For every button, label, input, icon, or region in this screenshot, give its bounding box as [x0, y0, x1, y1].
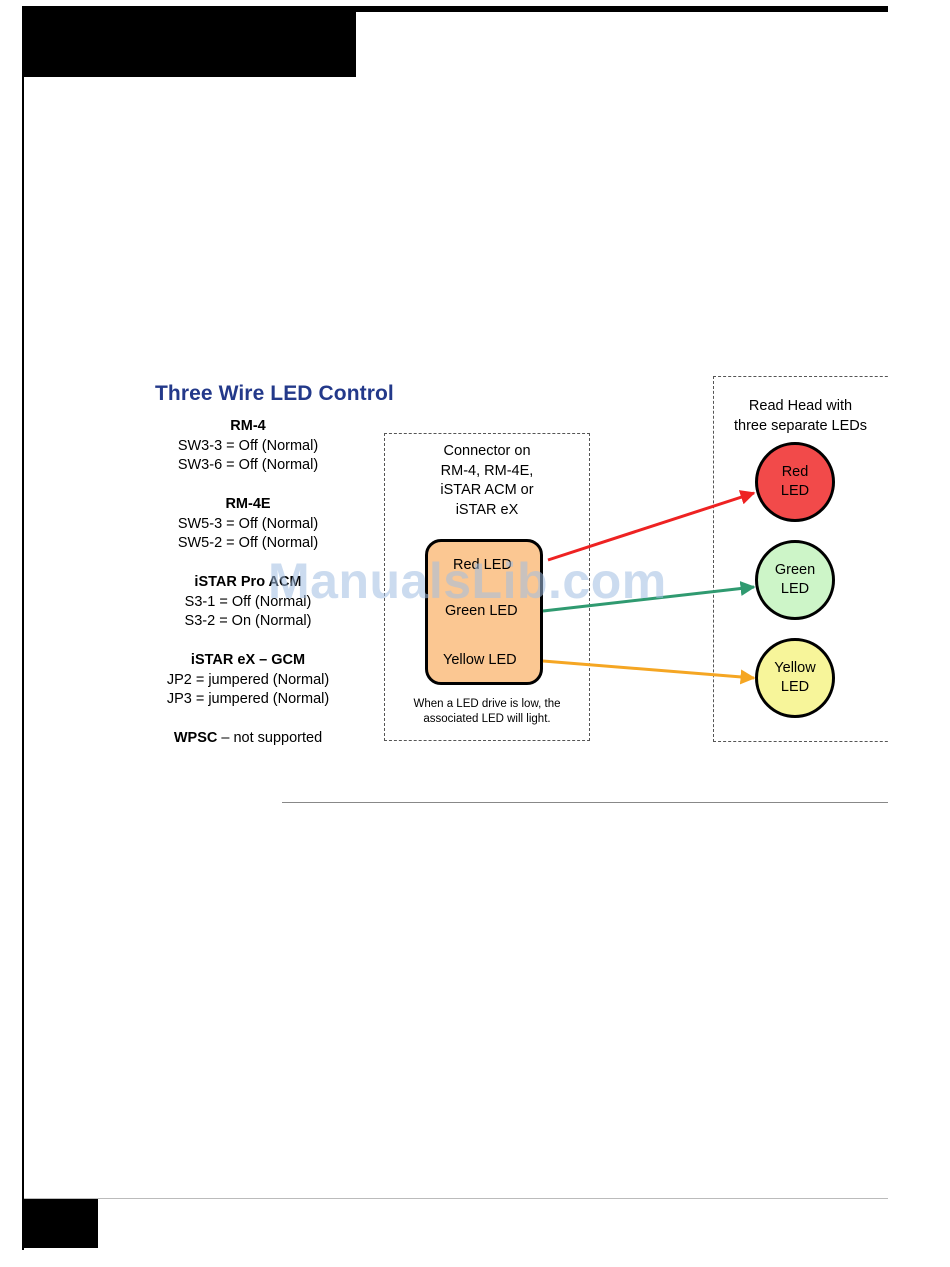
config-line: SW5-3 = Off (Normal)	[177, 515, 319, 532]
read-head-title: Read Head with three separate LEDs	[713, 397, 888, 436]
header-block	[22, 12, 356, 77]
config-line: JP2 = jumpered (Normal)	[166, 671, 330, 688]
led-label: Red	[781, 464, 809, 480]
read-head-title-line: Read Head with	[748, 398, 853, 414]
diagram-title: Three Wire LED Control	[155, 382, 394, 405]
config-header: RM-4	[230, 418, 266, 434]
config-group-istar-pro: iSTAR Pro ACM S3-1 = Off (Normal) S3-2 =…	[130, 573, 366, 632]
config-line: SW5-2 = Off (Normal)	[177, 535, 319, 551]
config-line: S3-2 = On (Normal)	[184, 613, 312, 629]
note-line: When a LED drive is low, the	[413, 698, 561, 710]
page-margin	[888, 370, 950, 750]
config-header: iSTAR Pro ACM	[194, 574, 302, 590]
wire-yellow	[542, 659, 756, 685]
pin-green-led: Green LED	[445, 603, 518, 619]
wpsc-name: WPSC	[173, 730, 218, 746]
config-line: SW3-6 = Off (Normal)	[177, 457, 319, 473]
config-line: SW3-3 = Off (Normal)	[177, 437, 319, 454]
config-header: RM-4E	[225, 496, 271, 512]
connector-title: Connector on RM-4, RM-4E, iSTAR ACM or i…	[384, 442, 590, 520]
config-line: JP3 = jumpered (Normal)	[166, 691, 330, 707]
wire-red	[547, 490, 756, 562]
section-divider	[282, 802, 888, 803]
connector-boundary	[384, 433, 590, 741]
config-header: iSTAR eX – GCM	[190, 652, 306, 668]
wpsc-note: WPSC – not supported	[130, 729, 366, 749]
connector-title-line: RM-4, RM-4E,	[440, 462, 534, 479]
red-led: Red LED	[755, 442, 835, 522]
config-group-istar-ex: iSTAR eX – GCM JP2 = jumpered (Normal) J…	[130, 651, 366, 710]
pin-yellow-led: Yellow LED	[443, 652, 517, 668]
connector-title-line: iSTAR ACM or	[440, 482, 534, 498]
led-label: LED	[780, 483, 810, 499]
config-line: S3-1 = Off (Normal)	[184, 593, 312, 610]
margin-rule	[22, 6, 24, 1250]
led-label: Green	[774, 562, 816, 578]
green-led: Green LED	[755, 540, 835, 620]
led-label: LED	[780, 581, 810, 597]
pin-red-led: Red LED	[453, 557, 512, 573]
connector-pin-block	[425, 539, 543, 685]
connector-title-line: Connector on	[443, 443, 531, 459]
wire-green	[542, 581, 756, 613]
yellow-led: Yellow LED	[755, 638, 835, 718]
read-head-title-line: three separate LEDs	[734, 417, 867, 434]
header-rule	[22, 6, 888, 12]
footer-block	[22, 1199, 98, 1248]
footer-rule	[24, 1198, 888, 1199]
connector-note: When a LED drive is low, the associated …	[384, 697, 590, 727]
watermark: ManualsLib.com	[268, 553, 667, 609]
connector-title-line: iSTAR eX	[455, 501, 519, 518]
config-group-rm4e: RM-4E SW5-3 = Off (Normal) SW5-2 = Off (…	[130, 495, 366, 554]
config-group-rm4: RM-4 SW3-3 = Off (Normal) SW3-6 = Off (N…	[130, 417, 366, 476]
led-label: Yellow	[774, 660, 816, 676]
wpsc-text: – not supported	[217, 730, 323, 746]
note-line: associated LED will light.	[423, 713, 551, 725]
config-column: RM-4 SW3-3 = Off (Normal) SW3-6 = Off (N…	[130, 417, 366, 749]
led-label: LED	[780, 679, 810, 695]
